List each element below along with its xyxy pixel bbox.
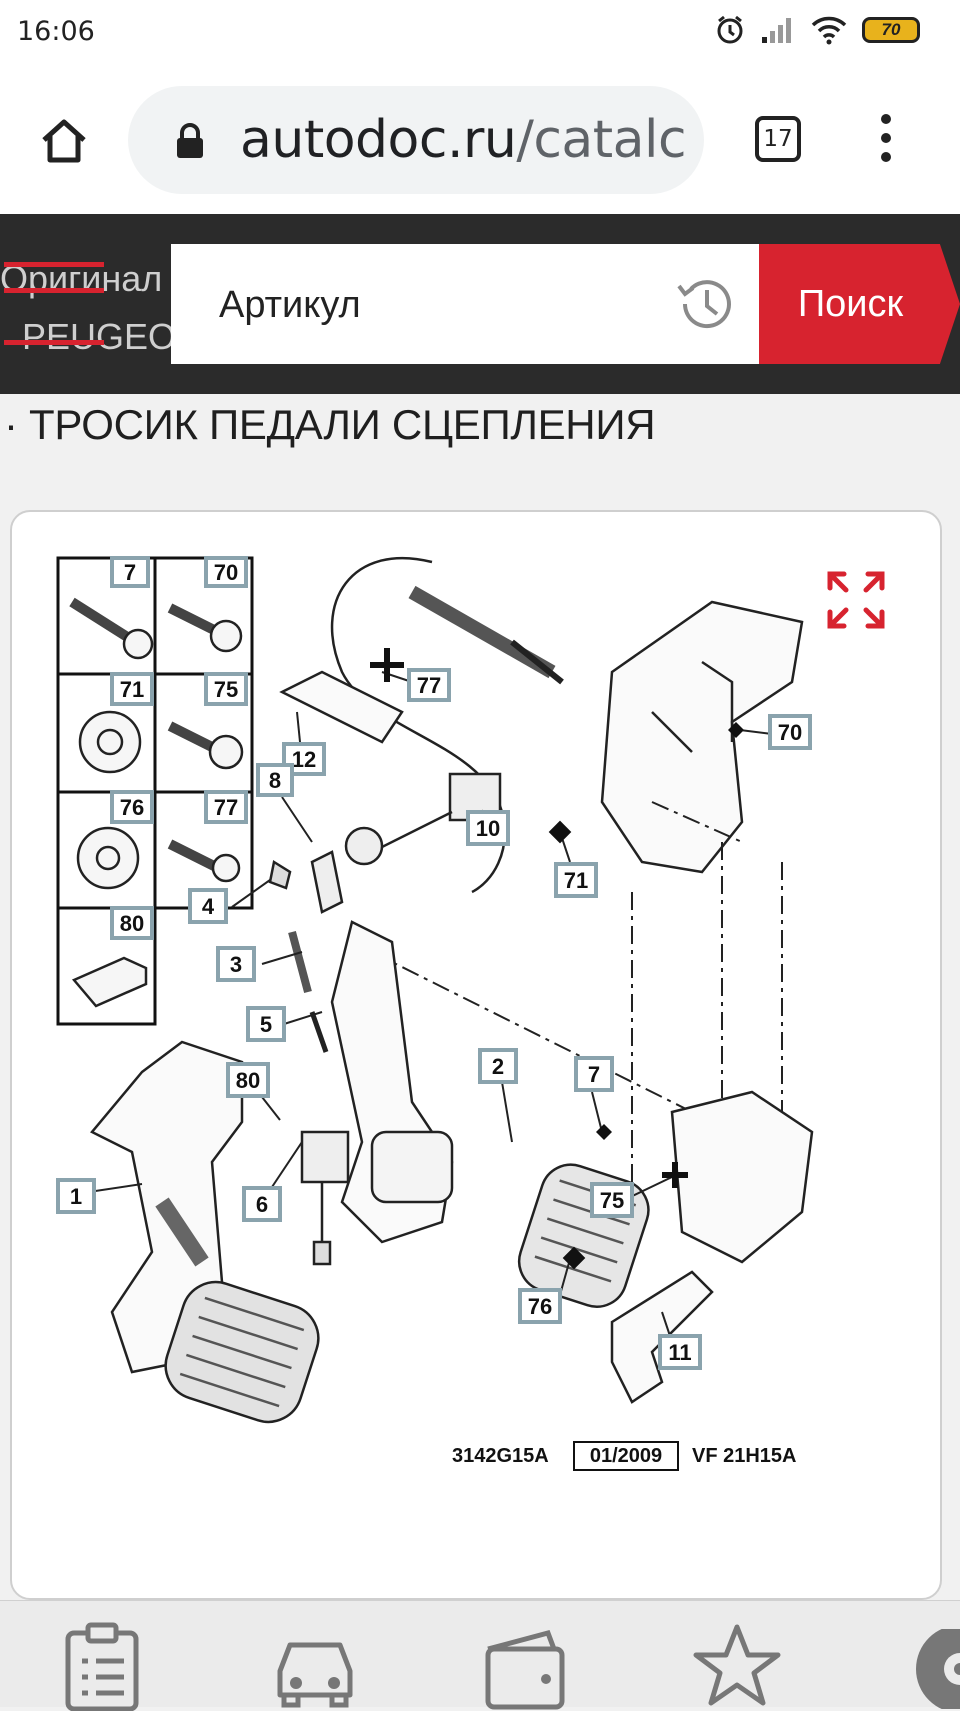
parts-diagram: 7 70 71 75 76 77 80 [56, 556, 814, 1471]
wifi-icon [811, 16, 847, 45]
callout-3[interactable]: 3 [216, 946, 256, 982]
svg-text:80: 80 [236, 1068, 260, 1093]
svg-text:80: 80 [120, 911, 144, 936]
svg-text:7: 7 [588, 1062, 600, 1087]
callout-71[interactable]: 71 [554, 862, 598, 898]
callout-75[interactable]: 75 [590, 1182, 634, 1218]
car-icon[interactable] [270, 1621, 360, 1711]
search-button[interactable]: Поиск [759, 244, 960, 364]
header-breadcrumb-2[interactable]: PEUGEO [22, 316, 177, 357]
svg-text:76: 76 [528, 1294, 552, 1319]
callout-table-75[interactable]: 75 [204, 672, 248, 706]
svg-text:4: 4 [202, 894, 215, 919]
callout-table-76[interactable]: 76 [110, 790, 154, 824]
svg-text:75: 75 [214, 677, 238, 702]
callout-80[interactable]: 80 [226, 1062, 270, 1098]
svg-text:76: 76 [120, 795, 144, 820]
search-input-text: Артикул [219, 284, 361, 326]
callout-76[interactable]: 76 [518, 1288, 562, 1324]
footer-date: 01/2009 [590, 1445, 662, 1467]
svg-text:10: 10 [476, 816, 500, 841]
svg-text:77: 77 [214, 795, 238, 820]
url-text: autodoc.ru/catalc [240, 110, 687, 170]
svg-text:7: 7 [124, 560, 136, 585]
svg-text:3: 3 [230, 952, 242, 977]
menu-line-2 [4, 288, 104, 293]
svg-text:1: 1 [70, 1184, 82, 1209]
fullscreen-icon[interactable] [824, 568, 888, 632]
url-domain: autodoc.ru [240, 110, 517, 170]
wallet-icon[interactable] [480, 1621, 570, 1711]
callout-77[interactable]: 77 [407, 668, 451, 702]
callout-6[interactable]: 6 [242, 1186, 282, 1222]
browser-toolbar: autodoc.ru/catalc 17 [0, 70, 960, 214]
battery-icon: 70 [862, 17, 920, 43]
callout-1[interactable]: 1 [56, 1178, 96, 1214]
tab-switcher-button[interactable]: 17 [755, 116, 801, 162]
menu-line-3 [4, 340, 104, 345]
svg-text:71: 71 [564, 868, 588, 893]
diagram-card: 7 70 71 75 76 77 80 [10, 510, 942, 1600]
svg-text:11: 11 [668, 1340, 691, 1365]
callout-4[interactable]: 4 [188, 888, 228, 924]
footer-code: 3142G15A [452, 1445, 549, 1467]
callout-10[interactable]: 10 [466, 810, 510, 846]
disc-icon[interactable] [904, 1629, 960, 1709]
url-bar[interactable]: autodoc.ru/catalc [128, 86, 704, 194]
callout-11[interactable]: 11 [658, 1334, 702, 1370]
search-input[interactable]: Артикул [171, 244, 759, 364]
status-time: 16:06 [17, 16, 95, 47]
svg-text:8: 8 [269, 768, 281, 793]
footer-ref: VF 21H15A [692, 1445, 797, 1467]
callout-70[interactable]: 70 [768, 714, 812, 750]
signal-icon [762, 18, 791, 43]
lock-icon [177, 123, 203, 158]
history-icon[interactable] [673, 272, 737, 336]
clipboard-list-icon[interactable] [62, 1621, 142, 1711]
callout-table-80[interactable]: 80 [110, 906, 154, 940]
callout-table-70[interactable]: 70 [204, 556, 248, 588]
star-icon[interactable] [692, 1621, 782, 1711]
callout-table-71[interactable]: 71 [110, 672, 154, 706]
svg-text:75: 75 [600, 1188, 624, 1213]
callout-7[interactable]: 7 [574, 1056, 614, 1092]
table-callouts: 7 70 71 75 76 77 80 [110, 556, 248, 940]
diagram-footer: 3142G15A 01/2009 VF 21H15A [452, 1441, 797, 1471]
svg-text:70: 70 [778, 720, 802, 745]
home-icon[interactable] [38, 116, 90, 168]
callout-table-7[interactable]: 7 [110, 556, 150, 588]
status-icons: 70 [714, 14, 920, 46]
page-title: · ТРОСИК ПЕДАЛИ СЦЕПЛЕНИЯ [0, 394, 960, 464]
callout-5[interactable]: 5 [246, 1006, 286, 1042]
svg-text:5: 5 [260, 1012, 272, 1037]
site-header: Оригинал PEUGEO Артикул Поиск [0, 214, 960, 394]
diagram-callouts: 77 12 8 10 70 71 4 3 5 80 2 7 1 6 75 76 … [56, 668, 812, 1370]
callout-table-77[interactable]: 77 [204, 790, 248, 824]
menu-line-1 [4, 262, 104, 267]
exploded-view [90, 556, 814, 1424]
more-menu-icon[interactable] [876, 114, 896, 166]
svg-text:71: 71 [120, 677, 144, 702]
callout-8[interactable]: 8 [256, 763, 294, 797]
callout-2[interactable]: 2 [478, 1048, 518, 1084]
svg-text:12: 12 [292, 747, 316, 772]
svg-text:2: 2 [492, 1054, 504, 1079]
markers [370, 648, 744, 1270]
table-sketches [69, 597, 244, 1008]
svg-text:70: 70 [214, 560, 238, 585]
header-behind-text: Оригинал PEUGEO [0, 254, 176, 362]
bottom-nav [0, 1600, 960, 1711]
svg-text:77: 77 [417, 673, 441, 698]
url-path: /catalc [516, 110, 687, 170]
svg-text:6: 6 [256, 1192, 268, 1217]
alarm-icon [717, 15, 743, 44]
status-bar: 16:06 70 [0, 0, 960, 70]
